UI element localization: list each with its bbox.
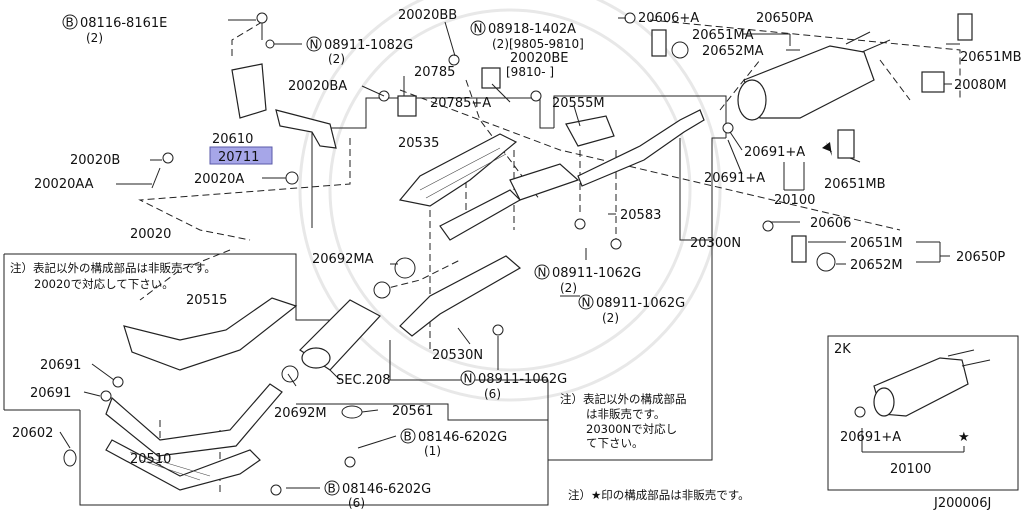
label-20652ma: 20652MA [702,44,764,59]
label-20650p: 20650P [956,250,1005,265]
label-08911-1082g-qty: (2) [328,52,345,66]
label-20691a-2: 20691+A [704,171,765,186]
label-20610: 20610 [212,132,253,147]
label-08911-1062g-2-qty: (2) [602,311,619,325]
circle-b-marker: B [66,16,74,30]
label-08146-6202g-1-qty: (1) [424,444,441,458]
circle-b-marker: B [328,482,336,496]
label-20020b: 20020B [70,153,120,168]
label-20651mb-bottom: 20651MB [824,177,886,192]
label-20555m: 20555M [552,96,605,111]
circle-n-marker: N [474,22,483,36]
label-20510: 20510 [130,452,171,467]
label-20785a: 20785+A [430,96,491,111]
label-20651m: 20651M [850,236,903,251]
front-pipe-20020 [105,297,298,491]
label-20020a: 20020A [194,172,244,187]
catalyst-sec208 [299,299,381,371]
note-1-line-2: 20020で対応して下さい。 [34,277,174,291]
label-20530n: 20530N [432,348,483,363]
label-20300n: 20300N [690,236,741,251]
label-20020bb: 20020BB [398,8,457,23]
label-08918-1402a: 08918-1402A [488,22,576,37]
highlight-20711 [209,146,273,165]
circle-n-marker: N [464,372,473,386]
label-20515: 20515 [186,293,227,308]
label-20020: 20020 [130,227,171,242]
inset-tag: 2K [834,342,851,357]
inset-label-20100: 20100 [890,462,931,477]
label-20020be: 20020BE [510,51,569,66]
leader-lines [59,17,960,489]
star-marker: ★ [958,430,970,445]
label-20606a: 20606+A [638,11,699,26]
heat-shield-20535 [398,133,518,207]
label-08911-1062g-3-qty: (6) [484,387,501,401]
bracket-20610 [231,12,337,149]
circle-n-marker: N [538,266,547,280]
circle-markers: B N N N N N B B [62,14,594,496]
label-08146-6202g-1: 08146-6202G [418,430,507,445]
label-20020be-range: [9810- ] [506,65,554,79]
label-08911-1062g-1: 08911-1062G [552,266,641,281]
label-20785: 20785 [414,65,455,80]
inset-label-20691a: 20691+A [840,430,901,445]
inset-2k: 2K 20691+A 20100 ★ [827,335,1019,491]
label-20651ma: 20651MA [692,28,754,43]
note-2-line-2: は非販売です。 [586,407,665,421]
label-20691-2: 20691 [30,386,71,401]
label-20692ma: 20692MA [312,252,374,267]
note-1-line-1: 注）表記以外の構成部品は非販売です。 [10,261,216,275]
label-20535: 20535 [398,136,439,151]
circle-b-marker: B [404,430,412,444]
label-20602: 20602 [12,426,53,441]
note-3: 注）★印の構成部品は非販売です。 [568,488,750,502]
label-20692m: 20692M [274,406,327,421]
label-08116-8161e: 08116-8161E [80,16,167,31]
circle-n-marker: N [310,38,319,52]
label-08911-1062g-3: 08911-1062G [478,372,567,387]
label-sec-208: SEC.208 [336,373,391,388]
rear-muffler-20100 [737,31,891,156]
label-20020aa: 20020AA [34,177,94,192]
part-labels: 08116-8161E (2) 08911-1082G (2) 20020BB … [10,8,1022,510]
label-08146-6202g-2-qty: (6) [348,496,365,510]
label-20650pa: 20650PA [756,11,813,26]
label-08146-6202g-2: 08146-6202G [342,482,431,497]
label-20561: 20561 [392,404,433,419]
label-20583: 20583 [620,208,661,223]
label-08911-1062g-1-qty: (2) [560,281,577,295]
note-2-line-1: 注）表記以外の構成部品 [560,392,687,406]
label-20606: 20606 [810,216,851,231]
label-20100: 20100 [774,193,815,208]
label-08116-qty: (2) [86,31,103,45]
center-pipe-20300N [399,109,705,337]
label-20080m: 20080M [954,78,1007,93]
label-20651mb-top: 20651MB [960,50,1022,65]
label-20652m: 20652M [850,258,903,273]
label-08911-1082g: 08911-1082G [324,38,413,53]
note-2-line-3: 20300Nで対応し [586,422,677,436]
label-20020ba: 20020BA [288,79,347,94]
label-08918-qty: (2)[9805-9810] [492,37,584,51]
watermark-seal [298,0,722,402]
label-08911-1062g-2: 08911-1062G [596,296,685,311]
note-2-line-4: て下さい。 [586,436,644,450]
label-20691a-1: 20691+A [744,145,805,160]
diagram-id: J200006J [933,496,991,510]
circle-n-marker: N [582,296,591,310]
label-20691-1: 20691 [40,358,81,373]
label-20711: 20711 [218,150,259,165]
